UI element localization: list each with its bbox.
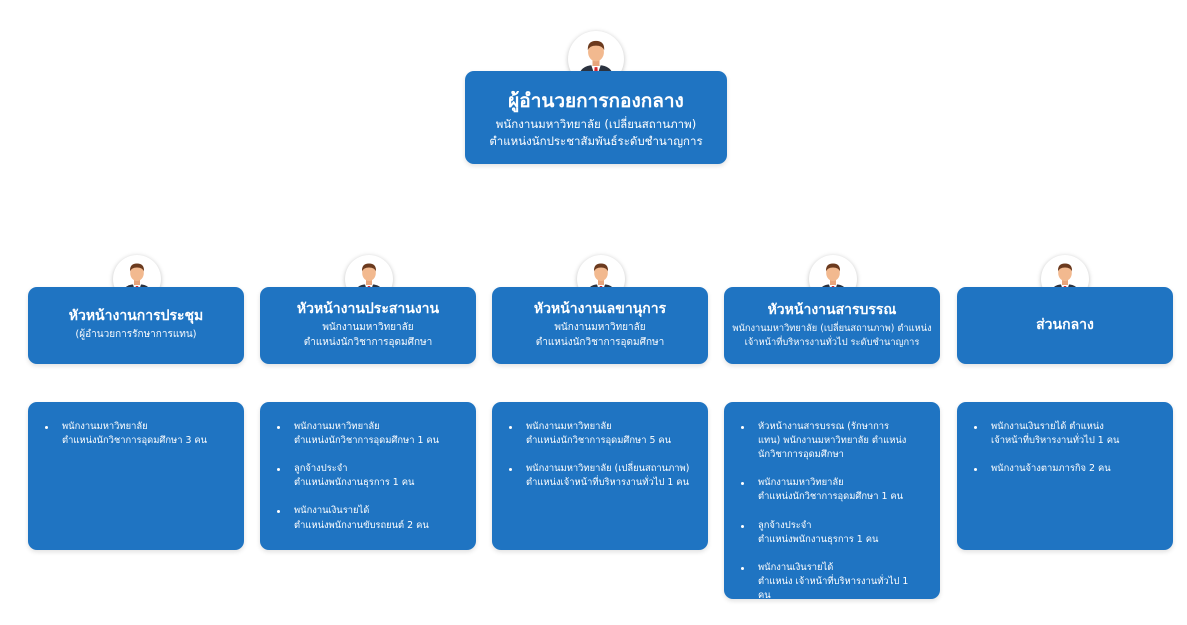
section-3-line1: พนักงานมหาวิทยาลัย	[554, 322, 646, 334]
list-item: ลูกจ้างประจำ ตำแหน่งพนักงานธุรการ 1 คน	[740, 519, 922, 547]
section-3-head-box: หัวหน้างานเลขานุการ พนักงานมหาวิทยาลัย ต…	[492, 287, 708, 364]
section-4-staff-list: หัวหน้างานสารบรรณ (รักษาการ แทน) พนักงาน…	[740, 420, 922, 603]
list-item: พนักงานมหาวิทยาลัย ตำแหน่งนักวิชาการอุดม…	[44, 420, 226, 448]
section-3-title: หัวหน้างานเลขานุการ	[533, 300, 667, 317]
section-5-staff-list: พนักงานเงินรายได้ ตำแหน่ง เจ้าหน้าที่บริ…	[973, 420, 1155, 476]
section-1-staff-box: พนักงานมหาวิทยาลัย ตำแหน่งนักวิชาการอุดม…	[28, 402, 244, 550]
section-2-line2: ตำแหน่งนักวิชาการอุดมศึกษา	[303, 336, 433, 348]
section-1-staff-list: พนักงานมหาวิทยาลัย ตำแหน่งนักวิชาการอุดม…	[44, 420, 226, 448]
section-2-head-box: หัวหน้างานประสานงาน พนักงานมหาวิทยาลัย ต…	[260, 287, 476, 364]
section-5-head-box: ส่วนกลาง	[957, 287, 1173, 364]
list-item: พนักงานจ้างตามภารกิจ 2 คน	[973, 462, 1155, 476]
list-item: พนักงานเงินรายได้ ตำแหน่ง เจ้าหน้าที่บริ…	[740, 561, 922, 603]
section-4-line2: เจ้าหน้าที่บริหารงานทั่วไป ระดับชำนาญการ	[744, 336, 920, 348]
list-item: พนักงานเงินรายได้ ตำแหน่งพนักงานขับรถยนต…	[276, 504, 458, 532]
list-item: พนักงานเงินรายได้ ตำแหน่ง เจ้าหน้าที่บริ…	[973, 420, 1155, 448]
list-item: หัวหน้างานสารบรรณ (รักษาการ แทน) พนักงาน…	[740, 420, 922, 462]
director-line1: พนักงานมหาวิทยาลัย (เปลี่ยนสถานภาพ)	[495, 116, 697, 131]
list-item: พนักงานมหาวิทยาลัย ตำแหน่งนักวิชาการอุดม…	[740, 476, 922, 504]
list-item: พนักงานมหาวิทยาลัย (เปลี่ยนสถานภาพ) ตำแห…	[508, 462, 690, 490]
section-4-title: หัวหน้างานสารบรรณ	[767, 301, 897, 318]
section-4-head-box: หัวหน้างานสารบรรณ พนักงานมหาวิทยาลัย (เป…	[724, 287, 940, 364]
list-item: พนักงานมหาวิทยาลัย ตำแหน่งนักวิชาการอุดม…	[276, 420, 458, 448]
director-box: ผู้อำนวยการกองกลาง พนักงานมหาวิทยาลัย (เ…	[465, 71, 727, 164]
section-4-staff-box: หัวหน้างานสารบรรณ (รักษาการ แทน) พนักงาน…	[724, 402, 940, 601]
director-title: ผู้อำนวยการกองกลาง	[508, 89, 684, 112]
section-5-staff-box: พนักงานเงินรายได้ ตำแหน่ง เจ้าหน้าที่บริ…	[957, 402, 1173, 550]
section-2-staff-box: พนักงานมหาวิทยาลัย ตำแหน่งนักวิชาการอุดม…	[260, 402, 476, 550]
director-line2: ตำแหน่งนักประชาสัมพันธ์ระดับชำนาญการ	[489, 133, 703, 148]
section-2-title: หัวหน้างานประสานงาน	[296, 300, 440, 317]
list-item: พนักงานมหาวิทยาลัย ตำแหน่งนักวิชาการอุดม…	[508, 420, 690, 448]
section-4-line1: พนักงานมหาวิทยาลัย (เปลี่ยนสถานภาพ) ตำแห…	[732, 323, 932, 335]
section-5-title: ส่วนกลาง	[1036, 317, 1094, 334]
section-2-line1: พนักงานมหาวิทยาลัย	[322, 322, 414, 334]
section-3-line2: ตำแหน่งนักวิชาการอุดมศึกษา	[535, 336, 665, 348]
section-3-staff-list: พนักงานมหาวิทยาลัย ตำแหน่งนักวิชาการอุดม…	[508, 420, 690, 490]
section-1-title: หัวหน้างานการประชุม	[68, 308, 204, 325]
section-2-staff-list: พนักงานมหาวิทยาลัย ตำแหน่งนักวิชาการอุดม…	[276, 420, 458, 533]
section-3-staff-box: พนักงานมหาวิทยาลัย ตำแหน่งนักวิชาการอุดม…	[492, 402, 708, 550]
section-1-head-box: หัวหน้างานการประชุม (ผู้อำนวยการรักษาการ…	[28, 287, 244, 364]
section-1-line1: (ผู้อำนวยการรักษาการแทน)	[75, 329, 197, 341]
list-item: ลูกจ้างประจำ ตำแหน่งพนักงานธุรการ 1 คน	[276, 462, 458, 490]
